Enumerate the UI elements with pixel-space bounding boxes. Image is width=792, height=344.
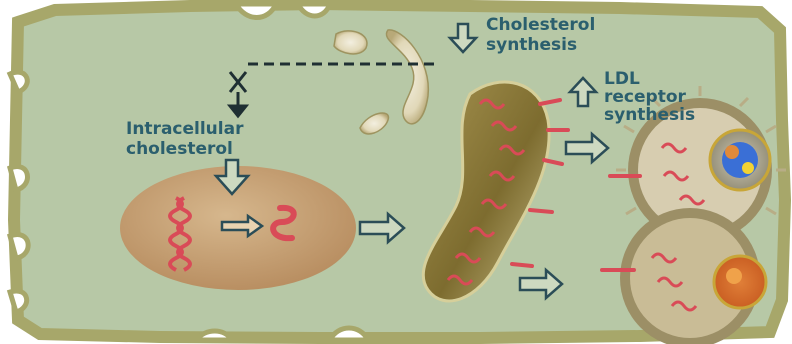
membrane-notch <box>10 235 28 258</box>
ldl-particle <box>714 256 766 308</box>
membrane-notch <box>10 166 27 190</box>
membrane-notch <box>196 331 232 340</box>
membrane-notch <box>298 4 330 16</box>
label-intracellular-cholesterol: Intracellular cholesterol <box>126 119 249 159</box>
membrane-notch <box>330 328 368 340</box>
membrane-notch <box>10 291 27 312</box>
vesicle <box>334 31 367 54</box>
